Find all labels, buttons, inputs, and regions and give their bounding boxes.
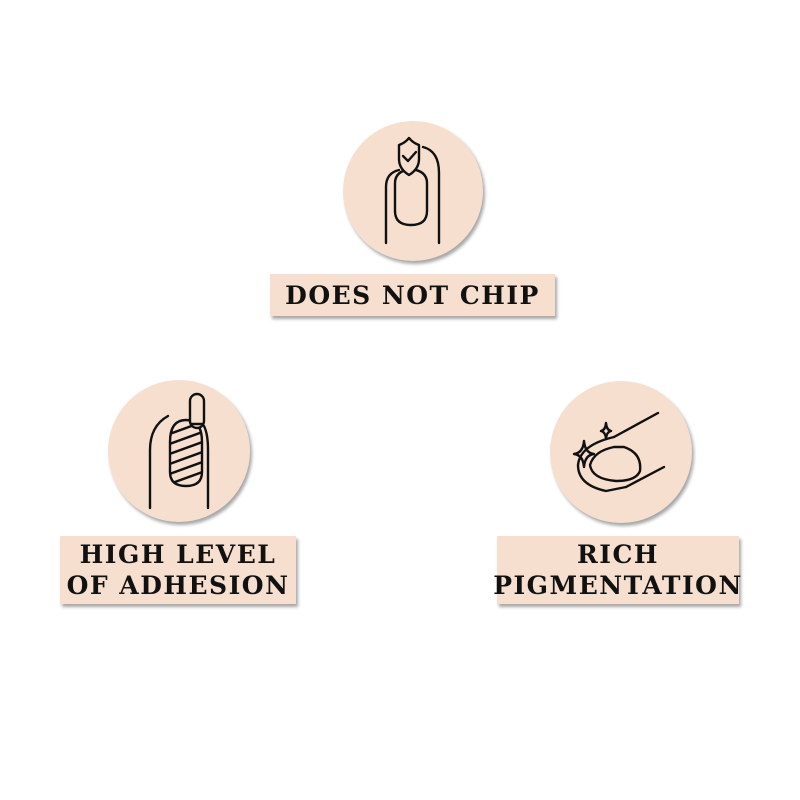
feature-label: HIGH LEVEL OF ADHESION xyxy=(60,536,296,604)
feature-label: RICH PIGMENTATION xyxy=(493,536,741,604)
nail-sparkle-icon xyxy=(572,411,666,493)
feature-icon-badge xyxy=(343,121,483,261)
feature-label-line: RICH xyxy=(577,540,659,569)
feature-icon-badge xyxy=(108,380,250,522)
feature-label-line: PIGMENTATION xyxy=(493,571,743,600)
feature-label-line: HIGH LEVEL xyxy=(79,540,277,569)
feature-label-line: OF ADHESION xyxy=(66,571,290,600)
feature-label: DOES NOT CHIP xyxy=(270,274,555,316)
nail-polish-brush-icon xyxy=(148,392,210,510)
feature-icon-badge xyxy=(550,381,692,523)
nail-shield-check-icon xyxy=(384,136,441,245)
feature-label-line: DOES NOT CHIP xyxy=(285,280,540,310)
